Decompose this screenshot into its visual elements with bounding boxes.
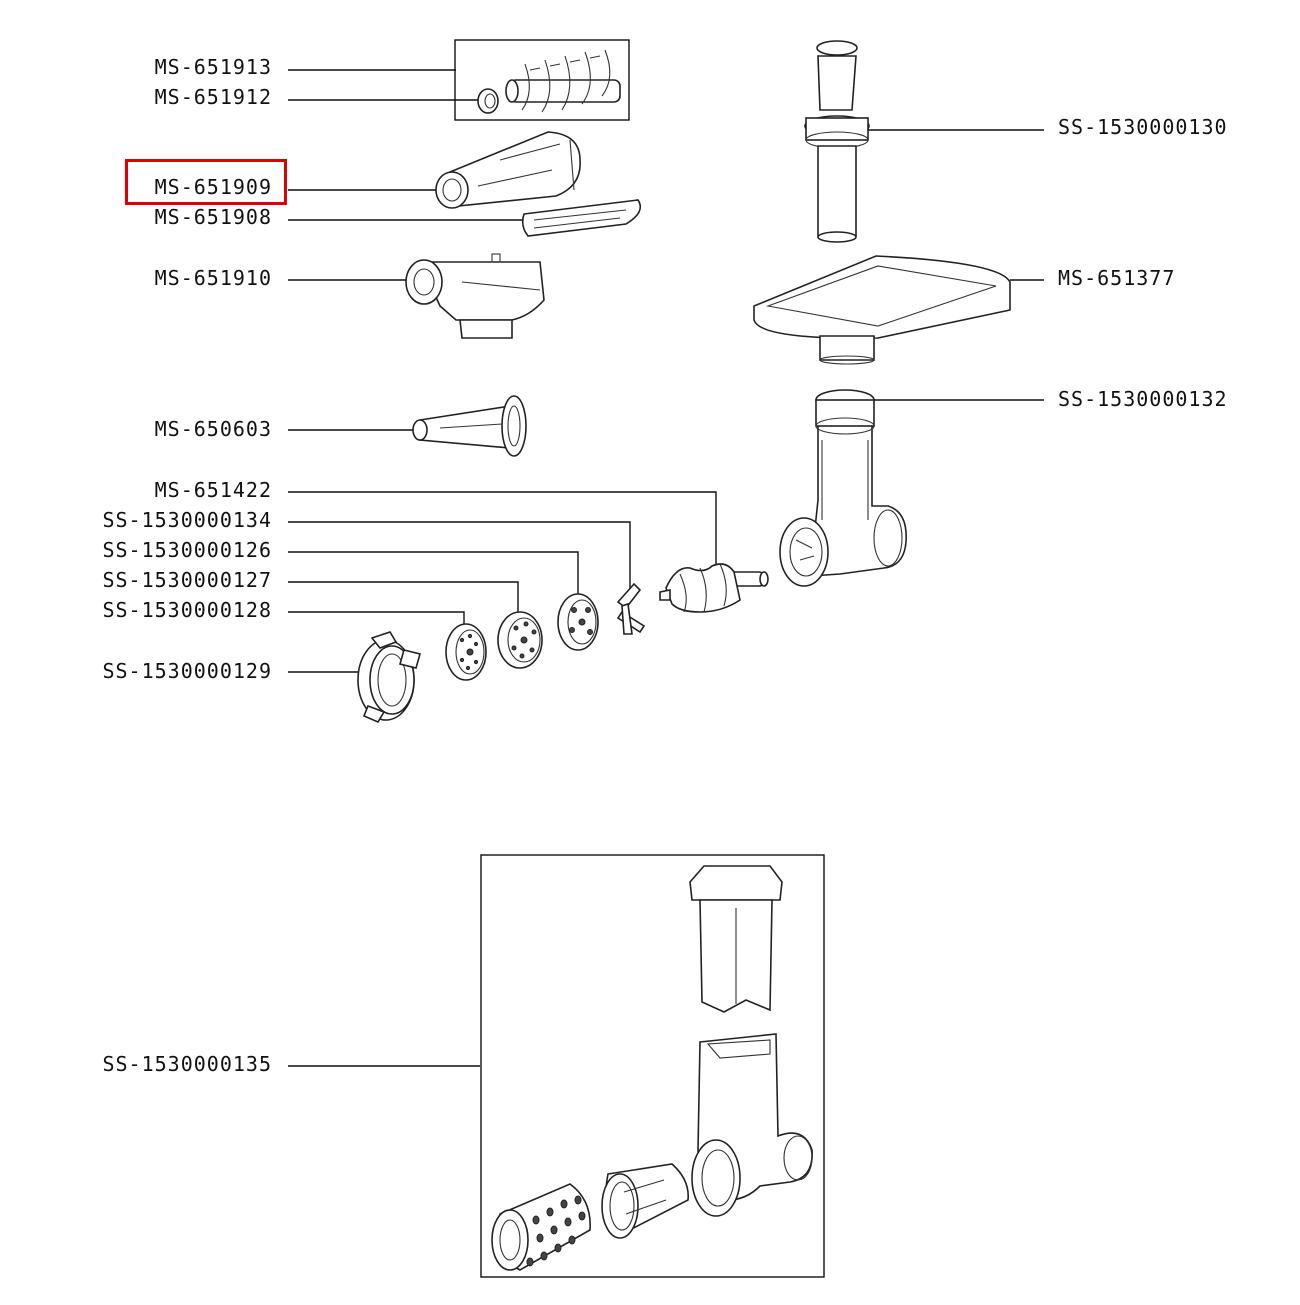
label-ms-651910: MS-651910 (154, 266, 272, 290)
label-ms-651377: MS-651377 (1058, 266, 1176, 290)
grater-pusher-part (689, 865, 783, 1013)
label-ss-1530000127: SS-1530000127 (102, 568, 272, 592)
spiral-screw-part (505, 49, 621, 113)
shredder-drum-part (491, 1183, 591, 1271)
label-ss-1530000129: SS-1530000129 (102, 659, 272, 683)
label-ms-651913: MS-651913 (154, 55, 272, 79)
coarse-plate-part (557, 593, 599, 651)
label-ms-650603: MS-650603 (154, 417, 272, 441)
feed-auger-part (659, 563, 769, 613)
cross-blade-part (616, 582, 646, 635)
medium-plate-part (497, 611, 543, 669)
fine-plate-part (445, 623, 487, 681)
grater-housing-part (405, 253, 545, 339)
label-ms-651912: MS-651912 (154, 85, 272, 109)
small-ring-part (477, 88, 499, 114)
label-ss-1530000134: SS-1530000134 (102, 508, 272, 532)
sausage-funnel-part (412, 395, 527, 457)
blade-strip-part (521, 199, 642, 237)
label-ss-1530000135: SS-1530000135 (102, 1052, 272, 1076)
label-ss-1530000126: SS-1530000126 (102, 538, 272, 562)
grinder-head-part (779, 389, 907, 587)
label-ss-1530000130: SS-1530000130 (1058, 115, 1228, 139)
sleeve-tube-part (435, 131, 581, 209)
label-ss-1530000132: SS-1530000132 (1058, 387, 1228, 411)
label-ms-651909: MS-651909 (154, 175, 272, 199)
ring-nut-part (357, 631, 421, 724)
feed-tray-part (753, 255, 1011, 365)
kit-box-top (454, 39, 630, 121)
label-ms-651422: MS-651422 (154, 478, 272, 502)
leader-lines (288, 69, 1044, 1067)
grater-kit-box (480, 854, 825, 1278)
label-ss-1530000128: SS-1530000128 (102, 598, 272, 622)
highlight-box (125, 159, 287, 205)
slicer-drum-part (601, 1163, 689, 1239)
grater-housing-bottom-part (691, 1033, 813, 1217)
food-pusher-part (804, 40, 870, 243)
label-ms-651908: MS-651908 (154, 205, 272, 229)
